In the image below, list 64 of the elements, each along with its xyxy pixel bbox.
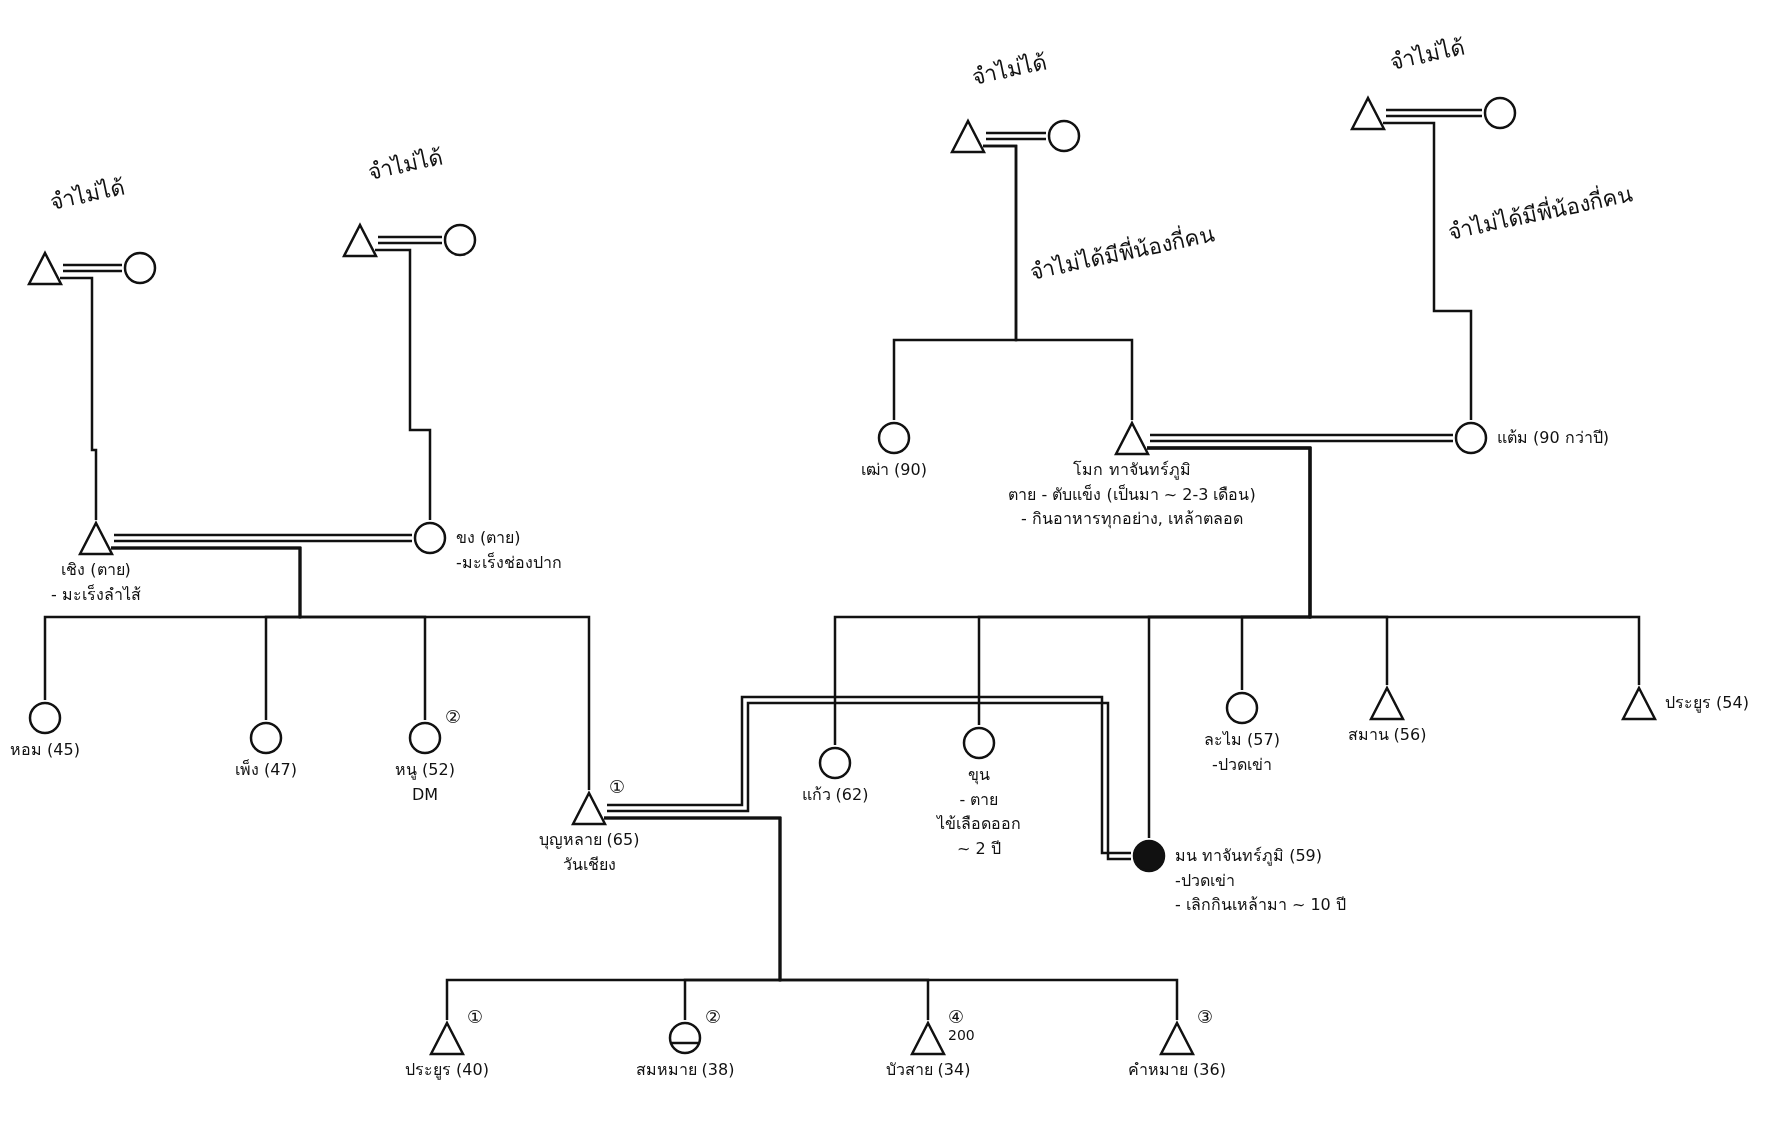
note-text: - กินอาหารทุกอย่าง, เหล้าตลอด bbox=[1021, 508, 1243, 530]
descent-line bbox=[60, 276, 98, 520]
name-label: บุญหลาย (65) bbox=[538, 829, 640, 851]
name-label: โมก ทาจันทร์ภูมิ bbox=[1073, 459, 1191, 481]
note-text: ~ 2 ปี bbox=[957, 837, 1001, 860]
note-text: ตาย - ตับแข็ง (เป็นมา ~ 2-3 เดือน) bbox=[1008, 483, 1256, 506]
descent-line bbox=[375, 248, 432, 520]
name-label: บัวสาย (34) bbox=[885, 1059, 971, 1081]
circle-symbol bbox=[442, 222, 478, 258]
note-text: - เลิกกินเหล้ามา ~ 10 ปี bbox=[1175, 894, 1346, 916]
circle-symbol bbox=[1046, 118, 1082, 154]
note-text: จำไม่ได้ bbox=[364, 143, 446, 187]
callout-number: ③ bbox=[1197, 1008, 1214, 1026]
callout-number: ① bbox=[609, 778, 626, 796]
name-label: ขุน bbox=[968, 764, 990, 786]
note-text: 200 bbox=[948, 1028, 975, 1042]
name-label: เชิง (ตาย) bbox=[61, 559, 131, 581]
marriage-line bbox=[1384, 108, 1484, 118]
name-label: สมหมาย (38) bbox=[635, 1059, 735, 1081]
name-label: แก้ว (62) bbox=[801, 784, 869, 806]
marriage-line bbox=[112, 533, 414, 543]
descent-line bbox=[604, 816, 1179, 1020]
name-label: ประยูร (40) bbox=[405, 1059, 489, 1081]
note-text: -มะเร็งช่องปาก bbox=[456, 551, 562, 574]
name-label: มน ทาจันทร์ภูมิ (59) bbox=[1175, 845, 1323, 867]
note-text: ไข้เลือดออก bbox=[937, 813, 1021, 835]
note-text: - มะเร็งลำไส้ bbox=[51, 583, 141, 606]
descent-line bbox=[1147, 446, 1641, 685]
marriage-line bbox=[61, 263, 124, 273]
triangle-symbol bbox=[1350, 95, 1386, 131]
note-text: DM bbox=[411, 783, 439, 806]
note-text: -ปวดเข่า bbox=[1212, 753, 1272, 776]
note-text: - ตาย bbox=[959, 788, 999, 811]
note-text: จำไม่ได้ bbox=[968, 48, 1050, 92]
name-label: เฒ่า (90) bbox=[861, 459, 927, 481]
triangle-symbol bbox=[950, 118, 986, 154]
triangle-symbol bbox=[27, 250, 63, 286]
circle-symbol bbox=[1482, 95, 1518, 131]
name-label: ประยูร (54) bbox=[1665, 692, 1749, 714]
note-text: -ปวดเข่า bbox=[1175, 869, 1236, 892]
name-label: ขง (ตาย) bbox=[456, 527, 522, 549]
name-label: หนู (52) bbox=[395, 759, 455, 781]
circle-symbol bbox=[122, 250, 158, 286]
name-label: คำหมาย (36) bbox=[1128, 1059, 1226, 1081]
triangle-symbol bbox=[342, 222, 378, 258]
descent-line bbox=[111, 546, 591, 790]
descent-line bbox=[983, 144, 1134, 420]
name-label: หอม (45) bbox=[10, 739, 80, 761]
name-label: แต้ม (90 กว่าปี) bbox=[1497, 427, 1609, 449]
descent-line bbox=[1383, 121, 1473, 420]
name-label: เพ็ง (47) bbox=[235, 759, 297, 781]
marriage-line bbox=[1148, 433, 1455, 443]
name-label: สมาน (56) bbox=[1347, 724, 1427, 746]
marriage-line bbox=[605, 695, 1133, 861]
callout-number: ② bbox=[445, 708, 462, 726]
note-text: จำไม่ได้ bbox=[1386, 33, 1468, 77]
callout-number: ① bbox=[467, 1008, 484, 1026]
marriage-line bbox=[984, 131, 1048, 141]
callout-number: ② bbox=[705, 1008, 722, 1026]
note-text: วันเชียง bbox=[562, 853, 616, 876]
name-label: ละไม (57) bbox=[1204, 729, 1280, 751]
marriage-line bbox=[376, 235, 444, 245]
callout-number: ④ bbox=[948, 1008, 965, 1026]
note-text: จำไม่ได้ bbox=[46, 173, 128, 217]
